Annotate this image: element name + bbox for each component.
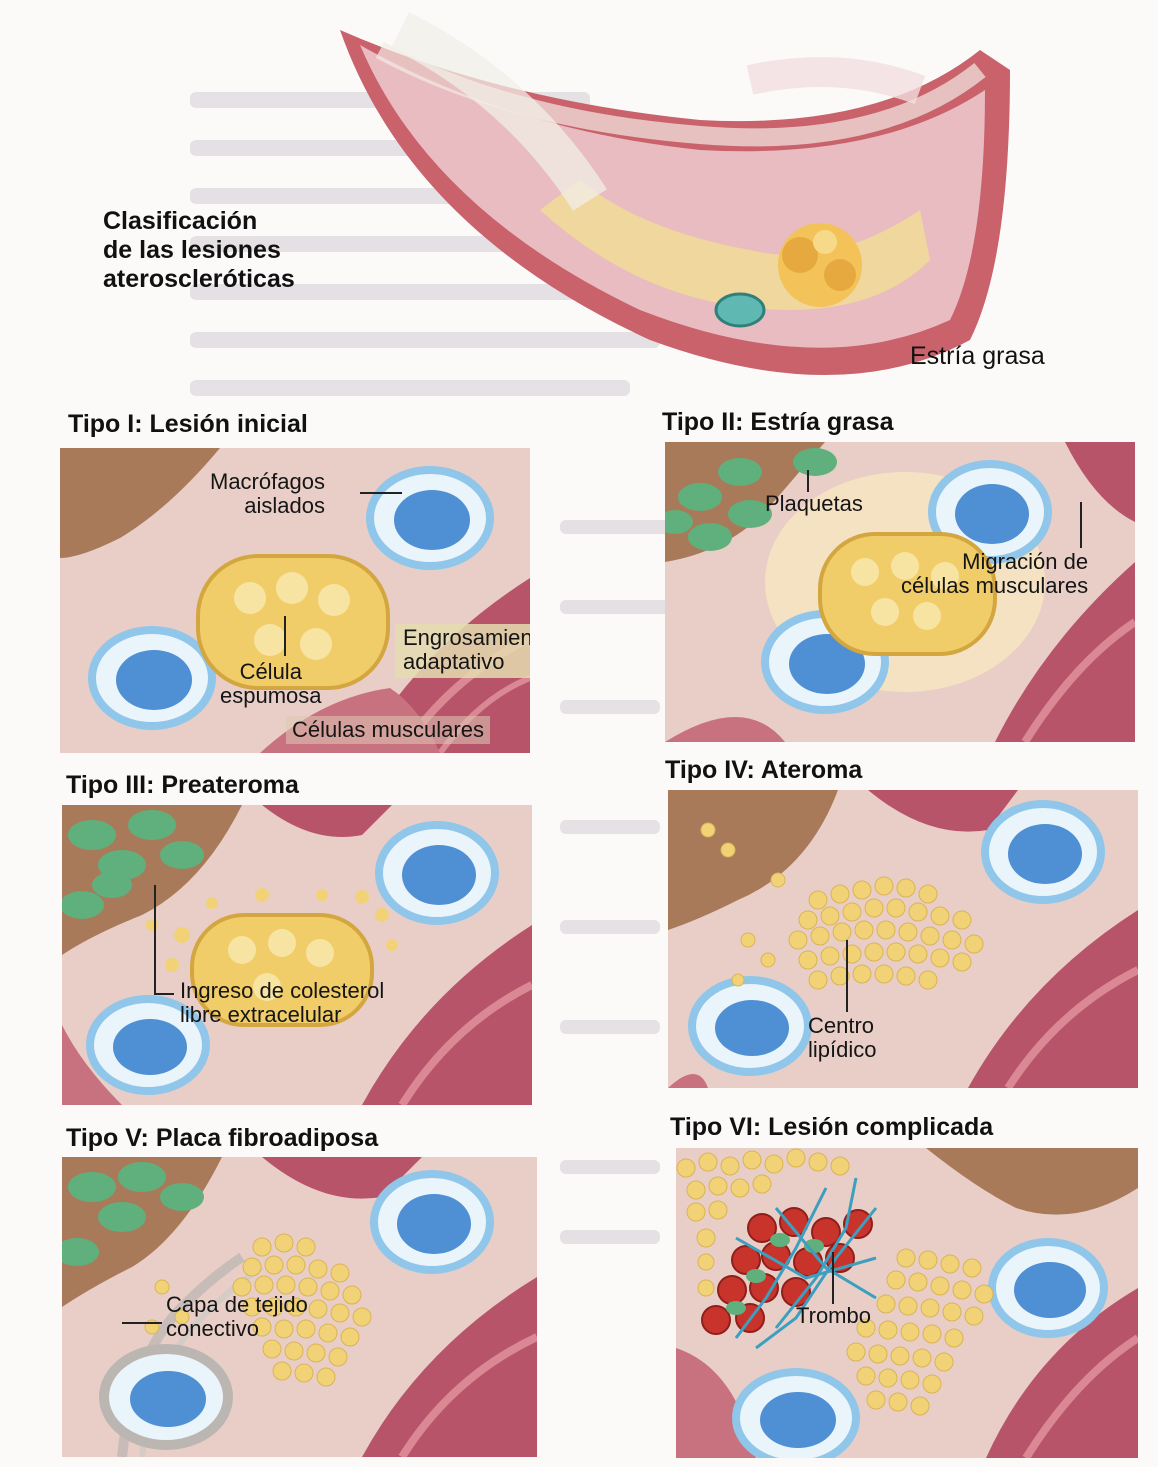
label-thrombus: Trombo (796, 1304, 871, 1328)
label-connective-tissue-line-1: Capa de tejido (166, 1293, 308, 1317)
label-muscle-migration-line-1: Migración de (901, 550, 1088, 574)
label-macrophages: Macrófagos aislados (210, 470, 325, 518)
hero-label-fatty-streak: Estría grasa (910, 342, 1045, 371)
figure-title-line-2: de las lesiones (103, 236, 295, 265)
panel-5-title: Tipo V: Placa fibroadiposa (66, 1124, 378, 1153)
leader-free-cholesterol-tick (154, 993, 174, 995)
label-muscle-migration: Migración de células musculares (901, 550, 1088, 598)
panel-1-title: Tipo I: Lesión inicial (68, 410, 308, 439)
panel-type-1: Macrófagos aislados Célula espumosa Engr… (60, 448, 530, 753)
panel-4-illustration (668, 790, 1138, 1088)
panel-type-6: Trombo (676, 1148, 1138, 1458)
panel-type-5: Capa de tejido conectivo (62, 1157, 537, 1457)
label-foam-cell: Célula espumosa (220, 660, 322, 708)
label-platelets: Plaquetas (765, 492, 863, 516)
label-foam-cell-line-1: Célula (220, 660, 322, 684)
label-adaptive-thickening: Engrosamiento adaptativo (395, 624, 530, 678)
label-connective-tissue-layer: Capa de tejido conectivo (166, 1293, 308, 1341)
panel-6-illustration (676, 1148, 1138, 1458)
panel-3-illustration (62, 805, 532, 1105)
panel-4-title: Tipo IV: Ateroma (665, 756, 862, 785)
label-lipid-core: Centro lipídico (808, 1014, 876, 1062)
panel-type-2: Plaquetas Migración de células musculare… (665, 442, 1135, 742)
panel-type-4: Centro lipídico (668, 790, 1138, 1088)
label-lipid-core-line-2: lipídico (808, 1038, 876, 1062)
label-adaptive-thickening-line-2: adaptativo (403, 650, 530, 674)
panel-2-title: Tipo II: Estría grasa (662, 408, 894, 437)
label-muscle-migration-line-2: células musculares (901, 574, 1088, 598)
label-connective-tissue-line-2: conectivo (166, 1317, 308, 1341)
label-macrophages-line-1: Macrófagos (210, 470, 325, 494)
label-macrophages-line-2: aislados (210, 494, 325, 518)
panel-6-title: Tipo VI: Lesión complicada (670, 1113, 993, 1142)
panel-type-3: Ingreso de colesterol libre extracelular (62, 805, 532, 1105)
leader-macrophages (360, 492, 402, 494)
leader-thrombus (832, 1252, 834, 1304)
leader-foam-cell (284, 616, 286, 656)
leader-lipid-core (846, 940, 848, 1012)
label-lipid-core-line-1: Centro (808, 1014, 876, 1038)
label-muscle-cells: Células musculares (286, 716, 490, 744)
figure-title: Clasificación de las lesiones ateroscler… (103, 207, 295, 294)
label-free-cholesterol: Ingreso de colesterol libre extracelular (180, 979, 384, 1027)
panel-3-title: Tipo III: Preateroma (66, 771, 299, 800)
leader-free-cholesterol (154, 885, 156, 993)
label-free-cholesterol-line-2: libre extracelular (180, 1003, 384, 1027)
label-foam-cell-line-2: espumosa (220, 684, 322, 708)
label-free-cholesterol-line-1: Ingreso de colesterol (180, 979, 384, 1003)
leader-muscle-migration (1080, 502, 1082, 548)
leader-connective-tissue (122, 1322, 162, 1324)
figure-title-line-3: ateroscleróticas (103, 265, 295, 294)
figure-title-line-1: Clasificación (103, 207, 295, 236)
leader-platelets (807, 470, 809, 492)
label-adaptive-thickening-line-1: Engrosamiento (403, 626, 530, 650)
